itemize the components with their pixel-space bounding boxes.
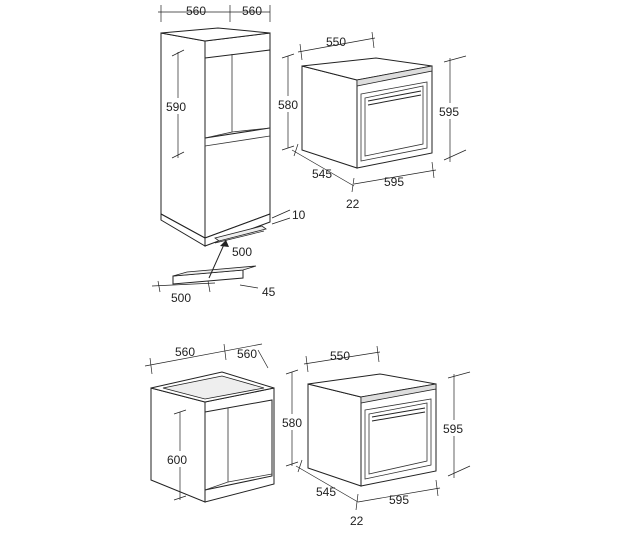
column-cabinet <box>160 27 271 247</box>
oven-top-side <box>301 65 358 169</box>
oven-top-dimensions: 550 580 595 545 595 22 <box>277 31 467 211</box>
base-cabinet-dimensions: 560 560 600 <box>144 343 269 501</box>
oven-bottom-handle <box>371 407 426 418</box>
base-cabinet-niche-height-label: 600 <box>167 453 187 467</box>
oven-bottom-dimensions: 550 580 595 545 595 22 <box>281 345 471 528</box>
column-dimensions: 560 560 590 10 500 <box>158 4 306 259</box>
oven-top <box>301 57 433 169</box>
oven-top-door <box>360 81 428 162</box>
oven-top-depth-bottom-label: 545 <box>312 167 332 181</box>
oven-top-height-body-label: 580 <box>278 98 298 112</box>
column-niche-height-label: 590 <box>166 100 186 114</box>
column-vent-width-label: 500 <box>232 245 252 259</box>
oven-top-handle <box>367 90 422 102</box>
oven-bottom-door <box>364 398 432 480</box>
oven-bottom-side <box>307 383 362 487</box>
base-cabinet <box>150 371 275 503</box>
oven-bottom <box>307 373 437 487</box>
vent-piece-width-label: 500 <box>171 291 191 305</box>
oven-bottom-front-thickness-label: 22 <box>350 514 364 528</box>
column-vent-gap-label: 10 <box>292 208 306 222</box>
base-cabinet-width-left-label: 560 <box>175 345 195 359</box>
base-cabinet-width-right-label: 560 <box>237 347 257 361</box>
column-vent-slot <box>214 225 267 242</box>
oven-top-control-panel <box>356 65 433 87</box>
column-niche <box>204 49 271 139</box>
oven-bottom-depth-bottom-label: 545 <box>316 485 336 499</box>
oven-bottom-depth-top-label: 550 <box>330 349 350 363</box>
column-width-right-label: 560 <box>242 4 262 18</box>
column-width-left-label: 560 <box>186 4 206 18</box>
oven-top-height-front-label: 595 <box>439 105 459 119</box>
column-top-face <box>160 27 271 42</box>
base-cabinet-side <box>150 387 206 503</box>
oven-top-width-bottom-label: 595 <box>384 175 404 189</box>
base-cabinet-niche <box>204 399 273 491</box>
oven-bottom-width-bottom-label: 595 <box>389 493 409 507</box>
vent-piece: 500 45 <box>151 239 276 305</box>
oven-bottom-control-panel <box>360 383 437 404</box>
vent-piece-depth-label: 45 <box>262 285 276 299</box>
oven-bottom-height-body-label: 580 <box>282 416 302 430</box>
oven-top-front-thickness-label: 22 <box>346 197 360 211</box>
oven-top-depth-top-label: 550 <box>326 35 346 49</box>
oven-bottom-height-front-label: 595 <box>443 422 463 436</box>
column-front-face <box>160 32 206 239</box>
base-cabinet-hob-cutout <box>162 375 265 400</box>
